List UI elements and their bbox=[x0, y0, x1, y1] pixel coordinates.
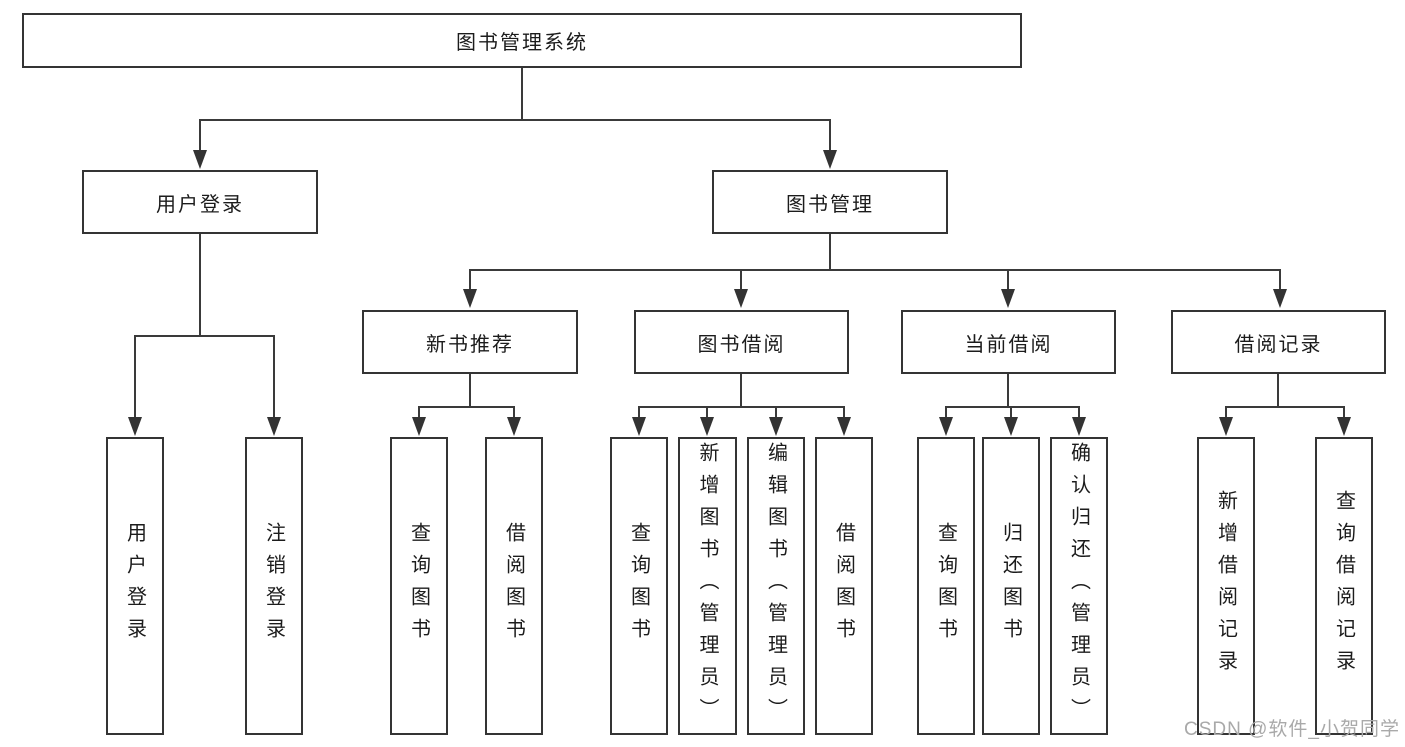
node-label: 归还图书 bbox=[999, 522, 1022, 650]
node-user-login: 用户登录 bbox=[82, 170, 318, 234]
node-book-management: 图书管理 bbox=[712, 170, 948, 234]
leaf-cb-query-books: 查询图书 bbox=[917, 437, 975, 735]
leaf-nbr-borrow-books: 借阅图书 bbox=[485, 437, 543, 735]
node-label: 查询图书 bbox=[934, 522, 957, 650]
node-label: 图书借阅 bbox=[697, 333, 786, 356]
node-label: 新增借阅记录 bbox=[1214, 490, 1237, 682]
leaf-bb-borrow-books: 借阅图书 bbox=[815, 437, 873, 735]
leaf-logout: 注销登录 bbox=[245, 437, 303, 735]
leaf-br-add-record: 新增借阅记录 bbox=[1197, 437, 1255, 735]
node-borrowing-records: 借阅记录 bbox=[1171, 310, 1386, 374]
node-library-system: 图书管理系统 bbox=[22, 13, 1022, 68]
node-label: 编辑图书（管理员） bbox=[764, 442, 787, 730]
node-new-book-recommend: 新书推荐 bbox=[362, 310, 578, 374]
leaf-cb-return-books: 归还图书 bbox=[982, 437, 1040, 735]
leaf-bb-add-books-admin: 新增图书（管理员） bbox=[678, 437, 737, 735]
node-label: 借阅图书 bbox=[832, 522, 855, 650]
node-label: 当前借阅 bbox=[964, 333, 1053, 356]
node-label: 新书推荐 bbox=[426, 333, 514, 356]
node-label: 查询图书 bbox=[627, 522, 650, 650]
node-label: 新增图书（管理员） bbox=[696, 442, 718, 730]
node-current-borrowing: 当前借阅 bbox=[901, 310, 1116, 374]
leaf-bb-edit-books-admin: 编辑图书（管理员） bbox=[747, 437, 805, 735]
node-label: 借阅记录 bbox=[1234, 333, 1323, 356]
leaf-user-login: 用户登录 bbox=[106, 437, 164, 735]
node-label: 用户登录 bbox=[123, 522, 146, 650]
node-label: 查询图书 bbox=[407, 522, 430, 650]
leaf-bb-query-books: 查询图书 bbox=[610, 437, 668, 735]
node-book-borrowing: 图书借阅 bbox=[634, 310, 849, 374]
node-label: 注销登录 bbox=[262, 522, 285, 650]
node-label: 确认归还（管理员） bbox=[1067, 442, 1090, 730]
node-label: 查询借阅记录 bbox=[1332, 490, 1355, 682]
node-label: 用户登录 bbox=[156, 193, 244, 216]
node-label: 借阅图书 bbox=[502, 522, 525, 650]
node-label: 图书管理系统 bbox=[456, 32, 588, 54]
node-label: 图书管理 bbox=[786, 193, 874, 216]
watermark-text: CSDN @软件_小贺同学 bbox=[1184, 719, 1400, 740]
leaf-cb-confirm-return-admin: 确认归还（管理员） bbox=[1050, 437, 1108, 735]
leaf-br-query-record: 查询借阅记录 bbox=[1315, 437, 1373, 735]
leaf-nbr-query-books: 查询图书 bbox=[390, 437, 448, 735]
